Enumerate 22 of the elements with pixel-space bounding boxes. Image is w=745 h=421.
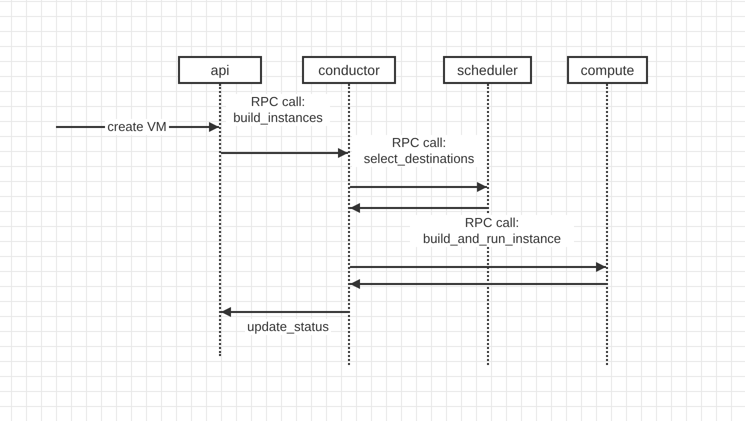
message-arrow xyxy=(350,279,606,289)
edge-label: update_status xyxy=(245,319,331,335)
participant-name: compute xyxy=(580,62,634,78)
participant-name: scheduler xyxy=(457,62,518,78)
message-arrow xyxy=(350,262,606,272)
message-arrow xyxy=(221,148,348,158)
participant-box xyxy=(302,56,396,84)
participant-box xyxy=(443,56,532,84)
edge-label: RPC call: select_destinations xyxy=(352,135,486,167)
participant-name: api xyxy=(210,62,230,78)
edge-label: create VM xyxy=(105,119,169,135)
message-arrow xyxy=(350,182,487,192)
message-arrow xyxy=(350,203,487,213)
participant-name: conductor xyxy=(318,62,380,78)
participant-box xyxy=(178,56,262,84)
edge-label: RPC call: build_instances xyxy=(226,94,330,126)
lifeline xyxy=(219,84,221,356)
lifeline xyxy=(348,84,350,365)
edge-label: RPC call: build_and_run_instance xyxy=(410,215,574,247)
lifeline xyxy=(606,84,608,365)
participant-box xyxy=(567,56,648,84)
message-arrow xyxy=(221,307,348,317)
